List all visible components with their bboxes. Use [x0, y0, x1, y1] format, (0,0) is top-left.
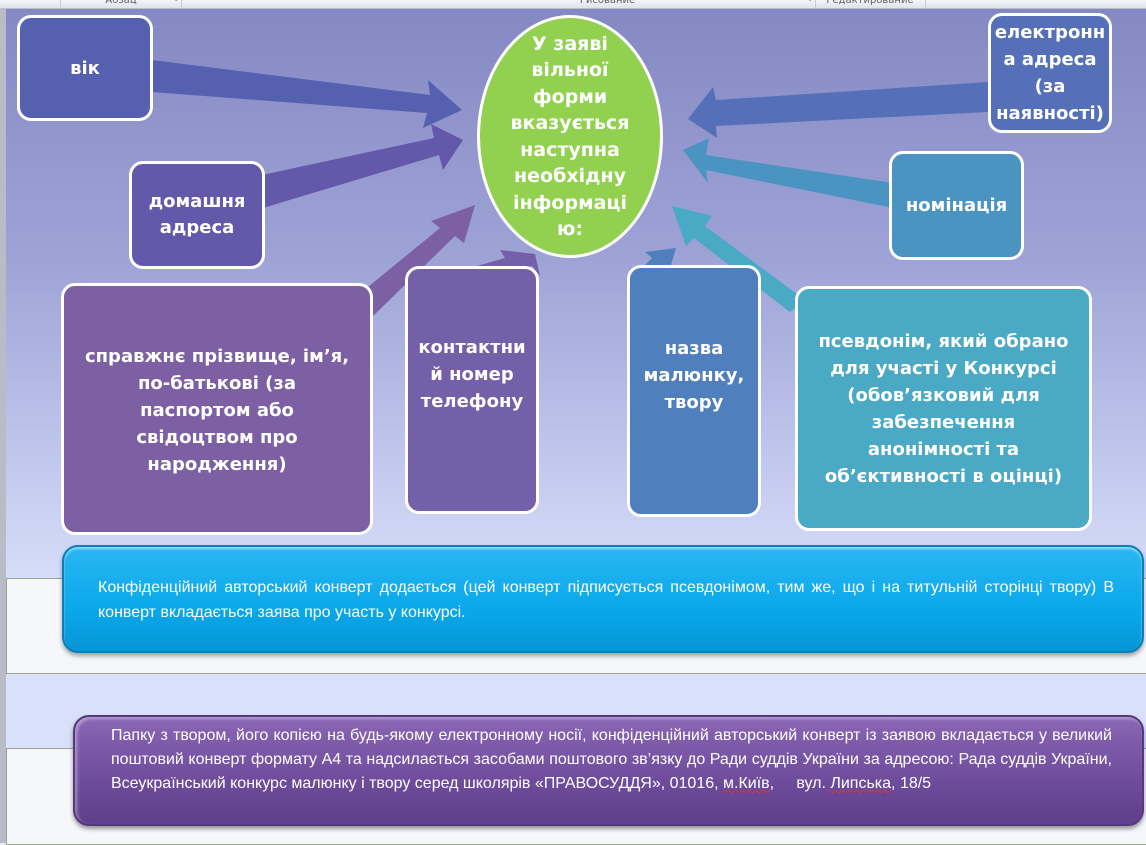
mailing-city-text: м.Київ	[723, 775, 770, 792]
mailing-street-text: Липська	[830, 775, 892, 792]
envelope-note-text: Конфіденційний авторський конверт додаєт…	[98, 579, 1114, 621]
item-nomination[interactable]: номінація	[889, 151, 1024, 260]
ribbon-group-paragraph[interactable]: Абзац ↘	[60, 0, 182, 8]
ribbon-strip: Абзац ↘ Рисование ↘ Редактирование	[0, 0, 1146, 9]
arrow-full-name	[352, 205, 475, 317]
center-oval[interactable]: У заяві вільної форми вказується наступн…	[477, 15, 663, 258]
dialog-launcher-icon[interactable]: ↘	[172, 0, 178, 6]
item-home-address[interactable]: домашня адреса	[129, 161, 265, 269]
item-label: електронн а адреса (за наявності)	[994, 22, 1106, 124]
ribbon-group-drawing[interactable]: Рисование ↘	[400, 0, 816, 8]
item-label: контактни й номер телефону	[418, 336, 526, 412]
item-title[interactable]: назва малюнку, твору	[627, 265, 761, 517]
arrow-home-address	[262, 124, 463, 208]
item-full-name[interactable]: справжнє прізвище, ім’я, по-батькові (за…	[61, 283, 373, 535]
arrow-pseudonym	[672, 206, 805, 312]
item-label: вік	[70, 57, 100, 79]
mailing-note-panel[interactable]: Папку з твором, його копією на будь-яком…	[73, 715, 1144, 826]
arrow-email	[688, 82, 988, 138]
ribbon-group-label: Абзац	[105, 0, 137, 6]
ribbon-group-label: Редактирование	[826, 0, 914, 6]
center-label: У заяві вільної форми вказується наступн…	[510, 32, 630, 241]
mailing-note-text: , 18/5	[891, 775, 932, 792]
envelope-note-panel[interactable]: Конфіденційний авторський конверт додаєт…	[62, 545, 1144, 653]
item-phone[interactable]: контактни й номер телефону	[405, 266, 539, 514]
mailing-note-text: Папку з твором, його копією на будь-яком…	[111, 727, 1112, 792]
ribbon-group-label: Рисование	[579, 0, 636, 6]
item-label: назва малюнку, твору	[643, 337, 745, 413]
item-email[interactable]: електронн а адреса (за наявності)	[988, 13, 1112, 133]
item-label: номінація	[905, 195, 1008, 216]
dialog-launcher-icon[interactable]: ↘	[806, 0, 812, 6]
ribbon-group-editing[interactable]: Редактирование	[815, 0, 926, 8]
item-pseudonym[interactable]: псевдонім, який обрано для участі у Конк…	[795, 286, 1092, 531]
item-label: домашня адреса	[148, 191, 246, 238]
item-age[interactable]: вік	[17, 15, 153, 121]
item-label: псевдонім, який обрано для участі у Конк…	[818, 330, 1069, 487]
mailing-note-text: , вул.	[769, 775, 831, 792]
item-label: справжнє прізвище, ім’я, по-батькові (за…	[84, 345, 350, 475]
arrow-nomination	[683, 138, 893, 208]
arrow-age	[152, 60, 462, 128]
